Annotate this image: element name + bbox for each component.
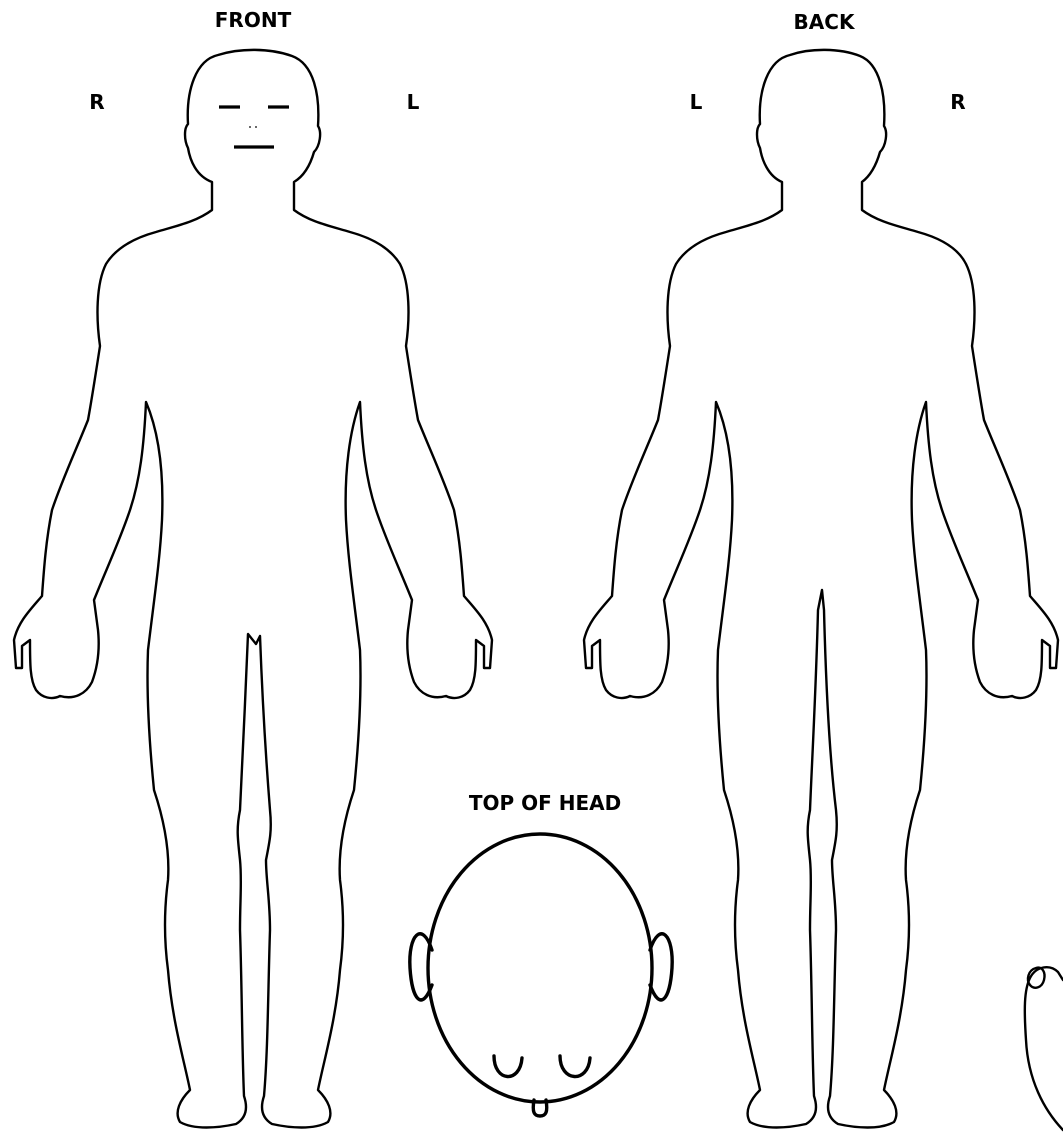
front-body-outline [14, 50, 492, 1128]
front-left-side-label: L [407, 90, 420, 114]
back-body-outline [584, 50, 1058, 1128]
back-right-side-label: R [950, 90, 965, 114]
top-of-head-outline [410, 834, 672, 1116]
front-title: FRONT [215, 8, 292, 32]
head-top-view [428, 834, 652, 1102]
front-nostril [255, 126, 257, 128]
head-left-eye-mark [560, 1056, 590, 1077]
back-left-side-label: L [690, 90, 703, 114]
front-right-side-label: R [89, 90, 104, 114]
head-right-eye-mark [494, 1056, 522, 1077]
back-title: BACK [794, 10, 856, 34]
partial-hand-outline [1025, 967, 1063, 1130]
front-nostril [249, 126, 251, 128]
top-of-head-title: TOP OF HEAD [469, 791, 621, 815]
